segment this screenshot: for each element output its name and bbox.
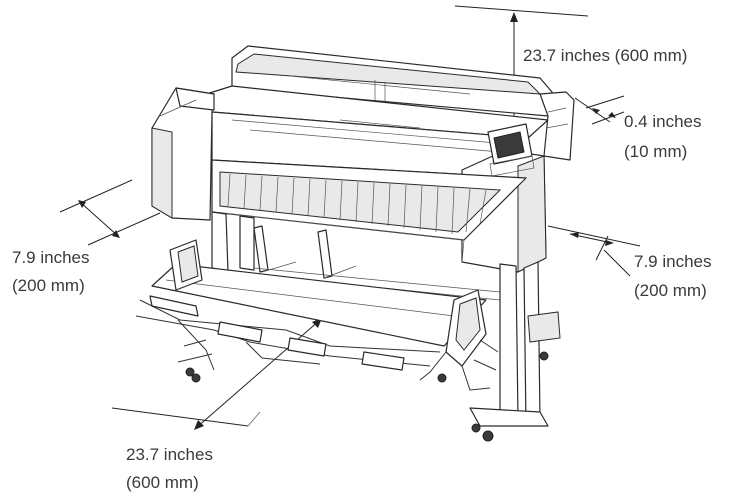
rear-clearance-label-line1: 0.4 inches bbox=[624, 112, 702, 131]
rear-dimension bbox=[574, 95, 625, 125]
right-dimension bbox=[547, 225, 641, 277]
front-clearance-label-line2: (600 mm) bbox=[126, 473, 199, 492]
top-clearance-label: 23.7 inches (600 mm) bbox=[523, 46, 688, 65]
printer-illustration bbox=[135, 45, 575, 442]
front-clearance-label-line1: 23.7 inches bbox=[126, 445, 213, 464]
left-clearance-label-line1: 7.9 inches bbox=[12, 248, 90, 267]
left-clearance-label-line2: (200 mm) bbox=[12, 276, 85, 295]
right-clearance-label-line2: (200 mm) bbox=[634, 281, 707, 300]
rear-clearance-label-line2: (10 mm) bbox=[624, 142, 688, 161]
front-dimension bbox=[111, 318, 322, 430]
left-dimension bbox=[59, 179, 161, 246]
right-clearance-label-line1: 7.9 inches bbox=[634, 252, 712, 271]
platen-ribs bbox=[227, 173, 487, 235]
